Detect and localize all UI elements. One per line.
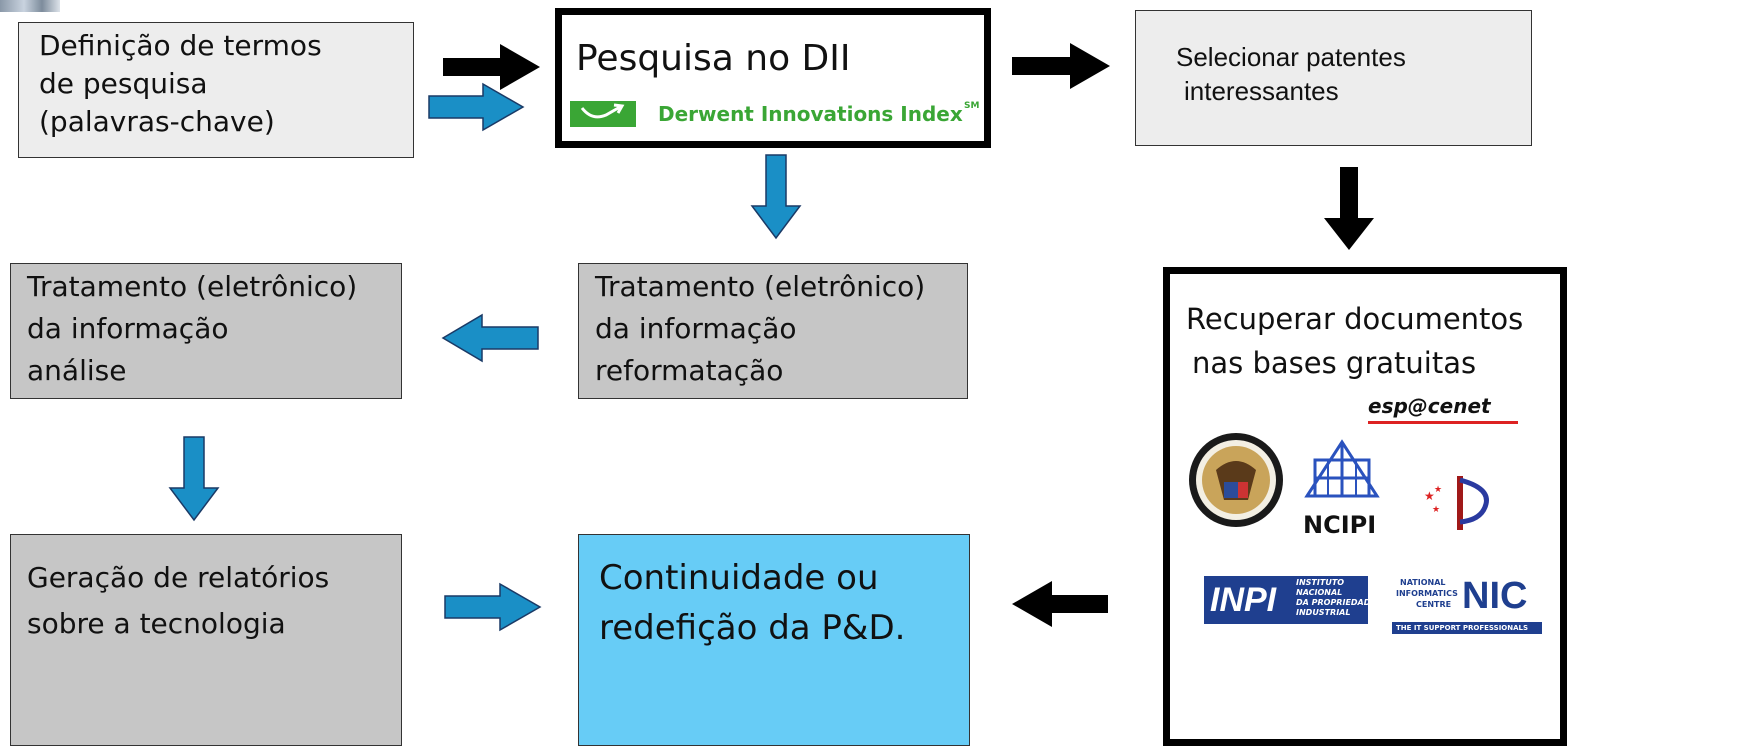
arrow-blue-reports-to-continuity <box>444 582 542 632</box>
derwent-logo-text: Derwent Innovations Index <box>658 102 963 126</box>
ncipi-logo-text: NCIPI <box>1303 511 1377 539</box>
continuity-line-1: Continuidade ou <box>599 558 879 598</box>
dii-search-box: Pesquisa no DII Derwent Innovations Inde… <box>555 8 991 148</box>
red-stars-logo-icon: ★ ★ ★ <box>1424 476 1489 530</box>
recover-docs-box: Recuperar documentos nas bases gratuitas… <box>1163 267 1567 746</box>
inpi-logo-text: INPI <box>1210 581 1277 619</box>
svg-text:★: ★ <box>1424 489 1435 503</box>
derwent-sm-mark: SM <box>964 101 980 111</box>
treatment-reformat-line-1: Tratamento (eletrônico) <box>595 270 926 303</box>
dii-search-title: Pesquisa no DII <box>576 38 851 79</box>
derwent-arrow-icon <box>570 101 636 127</box>
uspto-seal-icon <box>1189 433 1283 527</box>
define-terms-box: Definição de termos de pesquisa (palavra… <box>18 22 414 158</box>
arrow-blue-dii-down <box>750 154 802 240</box>
espacenet-logo: esp@cenet <box>1368 392 1520 426</box>
select-patents-line-1: Selecionar patentes <box>1176 42 1406 72</box>
inpi-sub-line-2: NACIONAL <box>1296 588 1343 597</box>
treatment-analysis-box: Tratamento (eletrônico) da informação an… <box>10 263 402 399</box>
nic-tagline: THE IT SUPPORT PROFESSIONALS <box>1396 624 1529 632</box>
arrow-blue-analysis-down <box>168 436 220 522</box>
treatment-reformat-line-3: reformatação <box>595 354 784 387</box>
select-patents-box: Selecionar patentes interessantes <box>1135 10 1532 146</box>
continuity-box: Continuidade ou redefição da P&D. <box>578 534 970 746</box>
nic-top-line-3: CENTRE <box>1416 600 1452 609</box>
ncipi-logo: NCIPI <box>1297 434 1387 544</box>
define-terms-line-1: Definição de termos <box>39 29 322 62</box>
reports-line-2: sobre a tecnologia <box>27 607 286 640</box>
inpi-sub-line-3: DA PROPRIEDADE <box>1296 598 1376 607</box>
corner-image-fragment <box>0 0 60 12</box>
arrow-blue-terms-to-dii <box>428 82 525 132</box>
arrow-black-recover-to-continuity <box>1012 581 1108 627</box>
reports-line-1: Geração de relatórios <box>27 561 330 594</box>
recover-docs-line-2: nas bases gratuitas <box>1192 346 1477 380</box>
inpi-sub-line-1: INSTITUTO <box>1296 578 1345 587</box>
espacenet-logo-text: esp@cenet <box>1368 394 1491 418</box>
inpi-logo: INPI INSTITUTO NACIONAL DA PROPRIEDADE I… <box>1204 576 1376 624</box>
derwent-logo: Derwent Innovations Index SM <box>570 99 990 129</box>
define-terms-line-3: (palavras-chave) <box>39 105 275 138</box>
nic-logo: NATIONAL INFORMATICS CENTRE NIC THE IT S… <box>1392 575 1542 636</box>
nic-top-line-2: INFORMATICS <box>1396 589 1458 598</box>
treatment-analysis-line-3: análise <box>27 354 127 387</box>
recover-docs-line-1: Recuperar documentos <box>1186 302 1524 336</box>
treatment-reformat-line-2: da informação <box>595 312 797 345</box>
reports-box: Geração de relatórios sobre a tecnologia <box>10 534 402 746</box>
ncipi-emblem-icon <box>1304 439 1380 498</box>
continuity-line-2: redefição da P&D. <box>599 608 906 648</box>
nic-logo-text: NIC <box>1462 575 1528 617</box>
arrow-blue-reformat-to-analysis <box>441 313 539 363</box>
inpi-sub-line-4: INDUSTRIAL <box>1296 608 1351 617</box>
arrow-black-terms-to-dii <box>443 44 540 90</box>
svg-text:★: ★ <box>1434 485 1442 495</box>
nic-top-line-1: NATIONAL <box>1400 578 1446 587</box>
treatment-analysis-line-1: Tratamento (eletrônico) <box>27 270 358 303</box>
arrow-black-select-down <box>1324 167 1374 250</box>
define-terms-line-2: de pesquisa <box>39 67 208 100</box>
svg-text:★: ★ <box>1432 505 1440 515</box>
arrow-black-dii-to-select <box>1012 43 1110 89</box>
treatment-reformat-box: Tratamento (eletrônico) da informação re… <box>578 263 968 399</box>
treatment-analysis-line-2: da informação <box>27 312 229 345</box>
select-patents-line-2: interessantes <box>1184 76 1339 106</box>
